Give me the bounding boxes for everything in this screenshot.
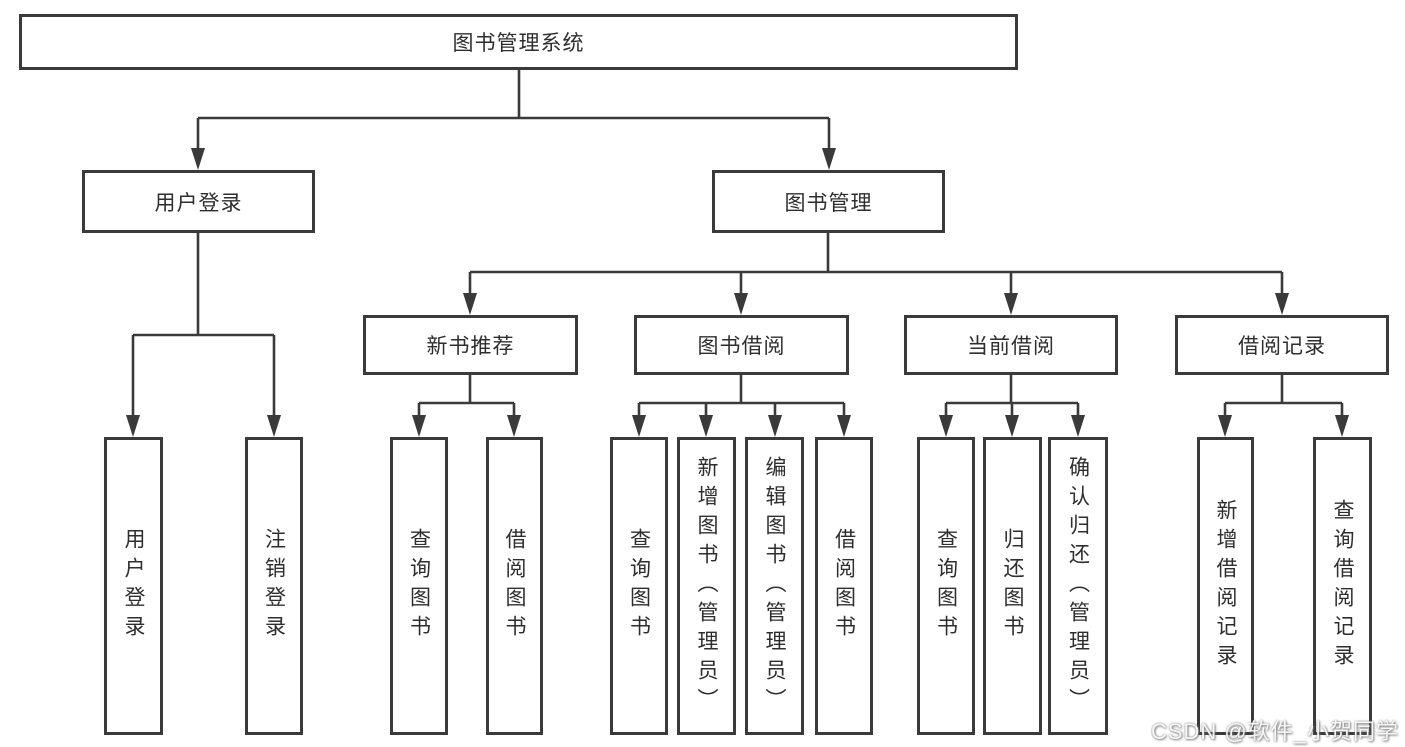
leaf-edit-books-admin: 编辑图书（管理员） [745,437,804,735]
leaf-borrow-books-borrowing: 借阅图书 [815,437,873,735]
node-root-label: 图书管理系统 [452,32,585,55]
leaf-query-borrow-record-label: 查询借阅记录 [1331,499,1354,673]
leaf-return-books: 归还图书 [983,437,1042,735]
leaf-add-books-admin: 新增图书（管理员） [677,437,736,735]
node-book-management-label: 图书管理 [784,191,873,215]
node-borrowing-records: 借阅记录 [1175,315,1389,375]
leaf-confirm-return-admin: 确认归还（管理员） [1048,437,1108,735]
leaf-add-books-admin-label: 新增图书（管理员） [695,455,718,717]
node-borrowing-records-label: 借阅记录 [1238,335,1326,358]
leaf-query-books-recommend: 查询图书 [390,437,448,735]
leaf-confirm-return-admin-label: 确认归还（管理员） [1066,455,1090,717]
node-current-borrowing: 当前借阅 [904,315,1118,375]
leaf-user-login: 用户登录 [104,437,163,735]
leaf-add-borrow-record: 新增借阅记录 [1197,437,1254,735]
node-root: 图书管理系统 [19,14,1018,70]
connector-path [131,70,1344,417]
leaf-borrow-books-recommend: 借阅图书 [486,437,543,735]
node-new-book-recommend-label: 新书推荐 [426,335,515,358]
leaf-query-books-borrowing-label: 查询图书 [627,528,651,644]
node-book-borrowing-label: 图书借阅 [697,335,786,358]
node-book-management: 图书管理 [712,170,945,233]
leaf-borrow-books-recommend-label: 借阅图书 [503,528,526,644]
leaf-query-books-borrowing: 查询图书 [610,437,668,735]
leaf-add-borrow-record-label: 新增借阅记录 [1214,499,1237,673]
leaf-return-books-label: 归还图书 [1001,528,1024,644]
leaf-query-books-recommend-label: 查询图书 [407,528,431,644]
leaf-logout-label: 注销登录 [262,528,286,644]
node-user-login-label: 用户登录 [154,191,243,215]
leaf-query-books-current: 查询图书 [917,437,975,735]
leaf-query-books-current-label: 查询图书 [934,528,958,644]
leaf-logout: 注销登录 [245,437,303,735]
arrowheads [126,148,1349,437]
leaf-edit-books-admin-label: 编辑图书（管理员） [763,455,786,717]
node-new-book-recommend: 新书推荐 [363,315,578,375]
node-user-login: 用户登录 [82,170,315,233]
node-book-borrowing: 图书借阅 [634,315,849,375]
csdn-watermark: CSDN @软件_小贺同学 [1150,719,1399,744]
leaf-query-borrow-record: 查询借阅记录 [1313,437,1372,735]
node-current-borrowing-label: 当前借阅 [967,335,1055,358]
leaf-borrow-books-borrowing-label: 借阅图书 [832,528,856,644]
leaf-user-login-label: 用户登录 [122,528,145,644]
